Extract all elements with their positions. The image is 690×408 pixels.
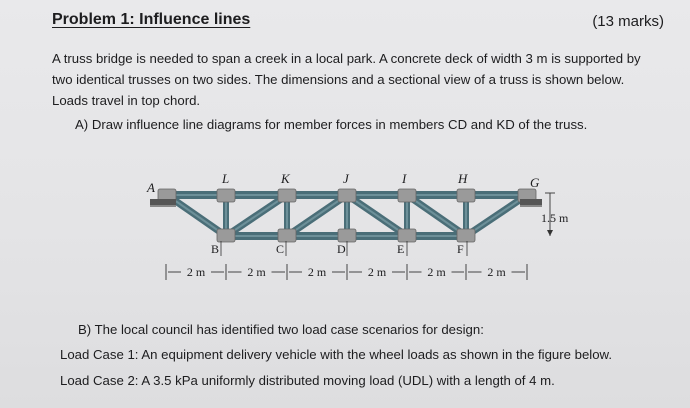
- span-dim-label-1: 2 m: [247, 265, 266, 279]
- span-dim-label-4: 2 m: [427, 265, 446, 279]
- problem-title: Problem 1: Influence lines: [52, 11, 251, 28]
- span-dim-label-2: 2 m: [308, 265, 327, 279]
- gusset-H: [456, 188, 476, 203]
- member-EJ-highlight: [346, 194, 408, 237]
- truss-gussets: [157, 188, 537, 243]
- node-label-E: E: [397, 242, 404, 256]
- gusset-B: [216, 228, 236, 243]
- member-CJ-highlight: [286, 194, 348, 237]
- load-case-1: Load Case 1: An equipment delivery vehic…: [60, 347, 613, 362]
- gusset-E: [397, 228, 417, 243]
- member-GF-highlight: [465, 194, 528, 237]
- span-dim-label-5: 2 m: [487, 265, 506, 279]
- truss-supports: [150, 199, 542, 207]
- support-left-base: [150, 205, 176, 207]
- node-label-G: G: [530, 175, 540, 190]
- load-case-2: Load Case 2: A 3.5 kPa uniformly distrib…: [60, 373, 555, 388]
- height-dim-label: 1.5 m: [541, 211, 569, 225]
- part-a-question: A) Draw influence line diagrams for memb…: [75, 117, 588, 132]
- intro-line-1: A truss bridge is needed to span a creek…: [52, 51, 641, 66]
- node-label-L: L: [221, 171, 229, 186]
- support-right: [520, 199, 542, 205]
- gusset-K: [277, 188, 297, 203]
- node-label-A: A: [146, 180, 155, 195]
- support-right-base: [520, 205, 542, 207]
- support-left: [150, 199, 176, 205]
- gusset-C: [277, 228, 297, 243]
- part-b-question: B) The local council has identified two …: [78, 322, 484, 337]
- intro-line-2: two identical trusses on two sides. The …: [52, 72, 625, 87]
- truss-labels: A L K J I H G B C D E F: [146, 171, 540, 256]
- height-dim-arrow: [547, 230, 553, 236]
- span-dim-label-0: 2 m: [187, 265, 206, 279]
- member-FI-highlight: [406, 194, 467, 237]
- member-BK-highlight: [225, 194, 288, 237]
- truss-dimensions: 1.5 m 2 m 2 m 2 m 2 m 2 m 2 m: [165, 192, 569, 280]
- intro-line-3: Loads travel in top chord.: [52, 93, 201, 108]
- node-label-K: K: [280, 171, 291, 186]
- node-label-J: J: [343, 171, 350, 186]
- gusset-L: [216, 188, 236, 203]
- gusset-D: [337, 228, 357, 243]
- node-label-I: I: [401, 171, 407, 186]
- member-AB-highlight: [166, 194, 227, 237]
- gusset-I: [397, 188, 417, 203]
- gusset-F: [456, 228, 476, 243]
- node-label-H: H: [457, 171, 468, 186]
- node-label-C: C: [276, 242, 284, 256]
- node-label-F: F: [457, 242, 464, 256]
- problem-marks: (13 marks): [592, 13, 664, 30]
- node-label-D: D: [337, 242, 346, 256]
- node-label-B: B: [211, 242, 219, 256]
- span-dim-label-3: 2 m: [368, 265, 387, 279]
- gusset-J: [337, 188, 357, 203]
